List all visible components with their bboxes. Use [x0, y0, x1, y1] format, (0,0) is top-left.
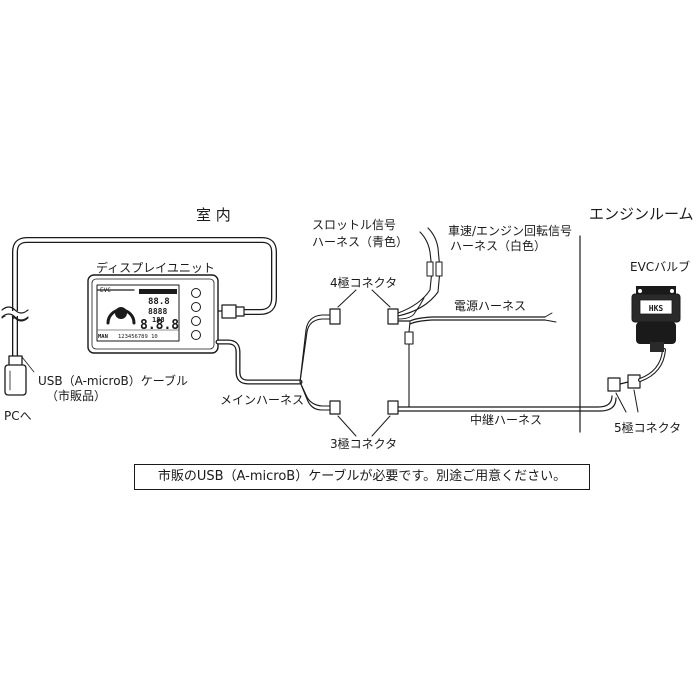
main-harness-label: メインハーネス [220, 393, 305, 407]
lcd-big-reading: 8.8.8 [140, 318, 179, 333]
signal-wires [397, 227, 443, 320]
usb-cable-label: USB（A-microB）ケーブル [38, 374, 189, 388]
micro-usb-connector [217, 304, 245, 319]
lcd-reading-1: 88.8 [148, 297, 170, 307]
usb-plug-icon [4, 355, 27, 396]
throttle-signal-color: ハーネス（青色） [312, 235, 409, 249]
display-unit-label: ディスプレイユニット [96, 261, 215, 275]
four-pole-label: 4極コネクタ [330, 276, 398, 290]
five-pole-connector [607, 374, 641, 392]
speed-signal-color: ハーネス（白色） [450, 239, 547, 253]
lcd-model: EVC [100, 287, 111, 294]
lcd-reading-2: 8888 [148, 307, 167, 316]
pc-label: PCへ [4, 409, 32, 423]
lcd-reading-3: 188 [152, 316, 165, 324]
display-unit [87, 274, 219, 354]
power-harness [397, 312, 557, 406]
five-pole-leader [615, 389, 639, 413]
region-engine-room: エンジンルーム [589, 205, 694, 223]
five-pole-label: 5極コネクタ [614, 421, 682, 435]
main-harness [215, 314, 331, 411]
usb-requirement-note: 市販のUSB（A-microB）ケーブルが必要です。別途ご用意ください。 [134, 464, 590, 490]
four-pole-leader [337, 289, 391, 308]
lcd-mode: MAN [98, 334, 108, 340]
evc-valve-icon [631, 286, 681, 352]
power-harness-label: 電源ハーネス [454, 299, 527, 313]
evc-valve-label: EVCバルブ [630, 260, 691, 274]
usb-leader [21, 356, 35, 373]
region-cabin: 室 内 [196, 206, 231, 224]
usb-cable [12, 237, 277, 361]
three-pole-leader [337, 415, 391, 437]
speed-signal-label: 車速/エンジン回転信号 [448, 224, 573, 238]
throttle-signal-label: スロットル信号 [312, 218, 397, 232]
lcd-channels: 123456789 10 [118, 334, 158, 340]
three-pole-connector [329, 400, 399, 415]
relay-harness [397, 395, 617, 412]
valve-brand: HKS [649, 304, 664, 313]
three-pole-label: 3極コネクタ [330, 437, 398, 451]
four-pole-connector [329, 308, 399, 325]
relay-harness-label: 中継ハーネス [470, 413, 543, 427]
usb-cable-note: （市販品） [46, 389, 107, 403]
